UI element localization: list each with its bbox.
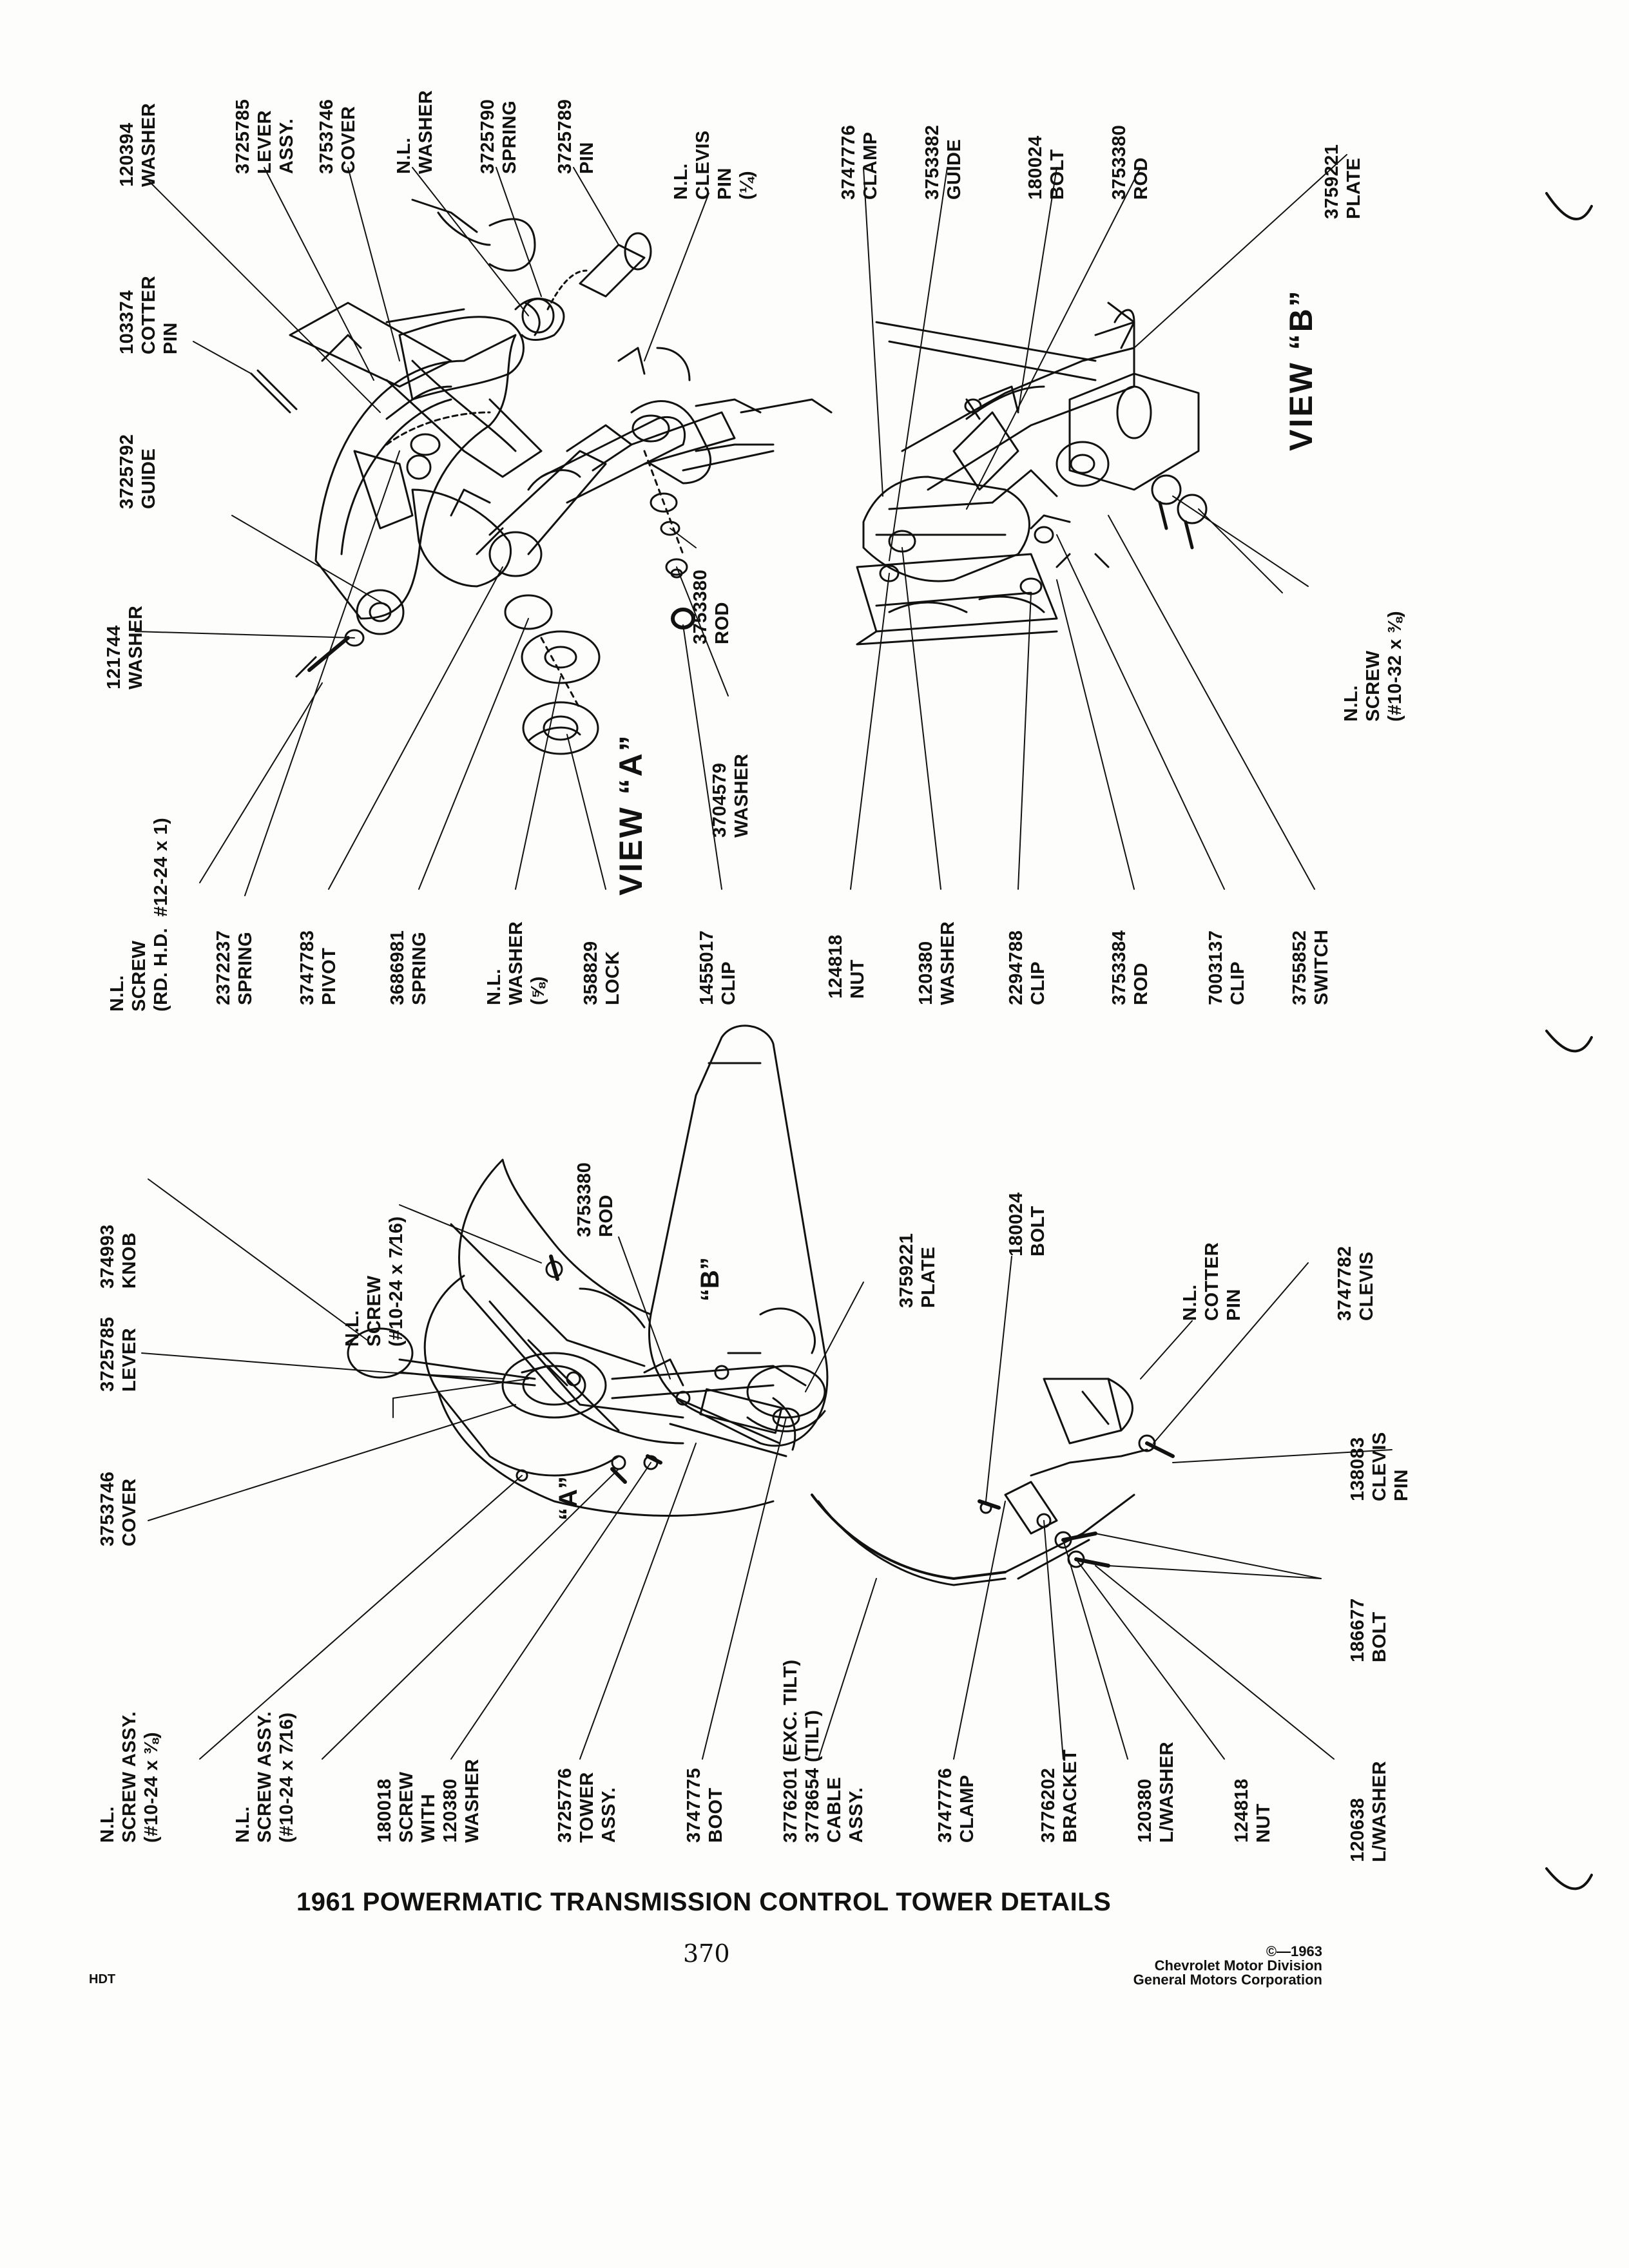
label-7003137-clip: 7003137 CLIP — [1206, 930, 1248, 1005]
label-cable-assy: 3776201 (EXC. TILT) 3778654 (TILT) CABLE… — [780, 1659, 867, 1843]
label-3747775-boot: 3747775 BOOT — [684, 1767, 726, 1843]
label-nl-screw-assy-3-8: N.L. SCREW ASSY. (#10-24 x ⅜) — [97, 1711, 162, 1843]
label-120380-washer-view-b: 120380 WASHER — [916, 921, 958, 1005]
label-3747776-clamp-tower: 3747776 CLAMP — [935, 1767, 978, 1843]
label-nl-cotter-pin-tower: N.L. COTTER PIN — [1180, 1242, 1244, 1321]
label-3725785-lever-assy: 3725785 LEVER ASSY. — [233, 99, 297, 174]
label-121744-washer: 121744 WASHER — [104, 605, 146, 689]
label-3776202-bracket: 3776202 BRACKET — [1038, 1749, 1081, 1843]
label-103374-cotter-pin: 103374 COTTER PIN — [117, 275, 181, 354]
label-120638-l-washer: 120638 L/WASHER — [1347, 1760, 1390, 1862]
callout-a: “A” — [554, 1476, 583, 1521]
page-number: 370 — [683, 1939, 730, 1968]
label-2372237-spring: 2372237 SPRING — [213, 930, 256, 1005]
label-1455017-clip: 1455017 CLIP — [697, 930, 739, 1005]
label-3753380-rod-view-a: 3753380 ROD — [690, 569, 733, 644]
label-3753380-rod-tower: 3753380 ROD — [574, 1162, 617, 1237]
label-2294788-clip: 2294788 CLIP — [1006, 930, 1048, 1005]
label-3759221-plate-view-b: 3759221 PLATE — [1322, 144, 1364, 219]
label-374993-knob: 374993 KNOB — [97, 1224, 140, 1289]
label-3725776-tower-assy: 3725776 TOWER ASSY. — [555, 1767, 619, 1843]
label-3725785-lever: 3725785 LEVER — [97, 1316, 140, 1392]
label-3747776-clamp-view-b: 3747776 CLAMP — [838, 124, 881, 200]
label-180024-bolt-tower: 180024 BOLT — [1006, 1192, 1048, 1256]
label-3759221-plate-tower: 3759221 PLATE — [896, 1233, 939, 1308]
label-3753382-guide: 3753382 GUIDE — [922, 124, 965, 200]
label-nl-clevis-pin: N.L. CLEVIS PIN (¼) — [671, 130, 757, 200]
label-124818-nut-tower: 124818 NUT — [1231, 1778, 1274, 1843]
tower-assembly — [347, 1024, 1175, 1586]
figure-title: 1961 POWERMATIC TRANSMISSION CONTROL TOW… — [296, 1888, 1112, 1916]
label-3755852-switch: 3755852 SWITCH — [1289, 929, 1332, 1005]
label-120394-washer: 120394 WASHER — [117, 102, 159, 187]
label-3725789-pin: 3725789 PIN — [555, 99, 597, 174]
callout-b: “B” — [696, 1257, 724, 1302]
label-186677-bolt: 186677 BOLT — [1347, 1598, 1390, 1662]
label-180018-screw-with-washer: 180018 SCREW WITH 120380 WASHER — [374, 1758, 483, 1843]
label-138083-clevis-pin: 138083 CLEVIS PIN — [1347, 1432, 1412, 1501]
copyright-notice: ©—1963 Chevrolet Motor Division General … — [1133, 1943, 1322, 1988]
label-124818-nut-view-b: 124818 NUT — [825, 934, 868, 999]
label-180024-bolt-view-b: 180024 BOLT — [1025, 135, 1068, 200]
label-3747783-pivot: 3747783 PIVOT — [297, 930, 340, 1005]
label-3747782-clevis: 3747782 CLEVIS — [1335, 1245, 1377, 1321]
view-a-title: VIEW “A” — [613, 733, 649, 896]
label-3725792-guide: 3725792 GUIDE — [117, 434, 159, 509]
label-120380-l-washer: 120380 L/WASHER — [1135, 1741, 1177, 1843]
label-3725790-spring: 3725790 SPRING — [477, 99, 520, 174]
label-nl-screw-10-32: N.L. SCREW (#10-32 x ⅜) — [1341, 610, 1405, 722]
label-3753746-cover: 3753746 COVER — [316, 99, 359, 174]
view-b-title: VIEW “B” — [1283, 289, 1319, 451]
label-nl-screw-7-16: N.L. SCREW (#10-24 x 7⁄16) — [342, 1216, 407, 1347]
label-358829-lock: 358829 LOCK — [581, 941, 623, 1005]
view-a-assembly — [250, 198, 833, 755]
label-3753380-rod-view-b: 3753380 ROD — [1109, 124, 1152, 200]
label-nl-washer: N.L. WASHER — [394, 90, 436, 174]
label-nl-screw-rd-hd: N.L. SCREW (RD. H.D. #12-24 x 1) — [107, 817, 171, 1012]
leader-lines — [135, 154, 1393, 1760]
label-3686981-spring: 3686981 SPRING — [387, 930, 430, 1005]
label-nl-screw-assy-7-16: N.L. SCREW ASSY. (#10-24 x 7⁄16) — [233, 1711, 297, 1843]
label-3753384-rod: 3753384 ROD — [1109, 930, 1152, 1005]
label-3753746-cover: 3753746 COVER — [97, 1471, 140, 1546]
label-nl-washer-five-eighths: N.L. WASHER (⅝) — [484, 921, 548, 1005]
view-b-assembly — [856, 302, 1208, 646]
page-prefix: HDT — [89, 1972, 116, 1986]
label-3704579-washer: 3704579 WASHER — [709, 753, 752, 838]
